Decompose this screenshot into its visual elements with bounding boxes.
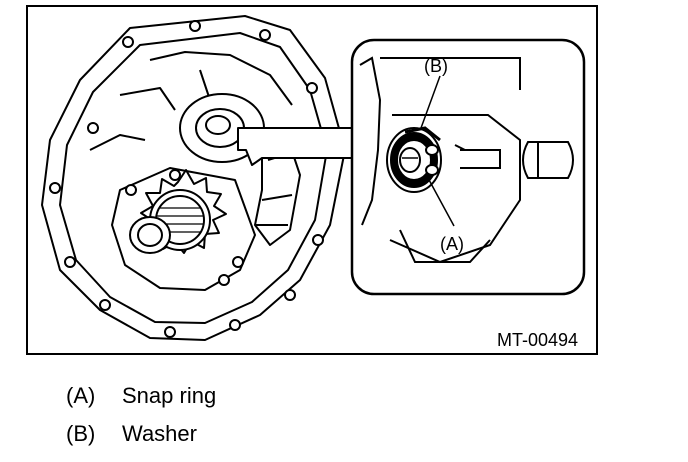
inset-detail: (B) (A): [350, 38, 586, 296]
legend-item-snap-ring: (A) Snap ring: [66, 383, 216, 409]
legend-code: (B): [66, 421, 96, 446]
snap-ring-washer: [386, 126, 442, 193]
transmission-diagram: (B) (A) MT-00494: [26, 5, 598, 355]
legend-text: Washer: [122, 421, 197, 446]
figure-id-label: MT-00494: [497, 330, 578, 350]
callout-a-leader: [427, 177, 455, 227]
drive-gear: [111, 167, 256, 291]
flange-bolt-holes: [49, 20, 324, 338]
callout-b-label: (B): [424, 56, 448, 76]
legend-code: (A): [66, 383, 96, 408]
legend-item-washer: (B) Washer: [66, 421, 197, 447]
legend-text: Snap ring: [122, 383, 217, 408]
callout-a-label: (A): [440, 234, 464, 254]
callout-b-leader: [420, 75, 441, 129]
